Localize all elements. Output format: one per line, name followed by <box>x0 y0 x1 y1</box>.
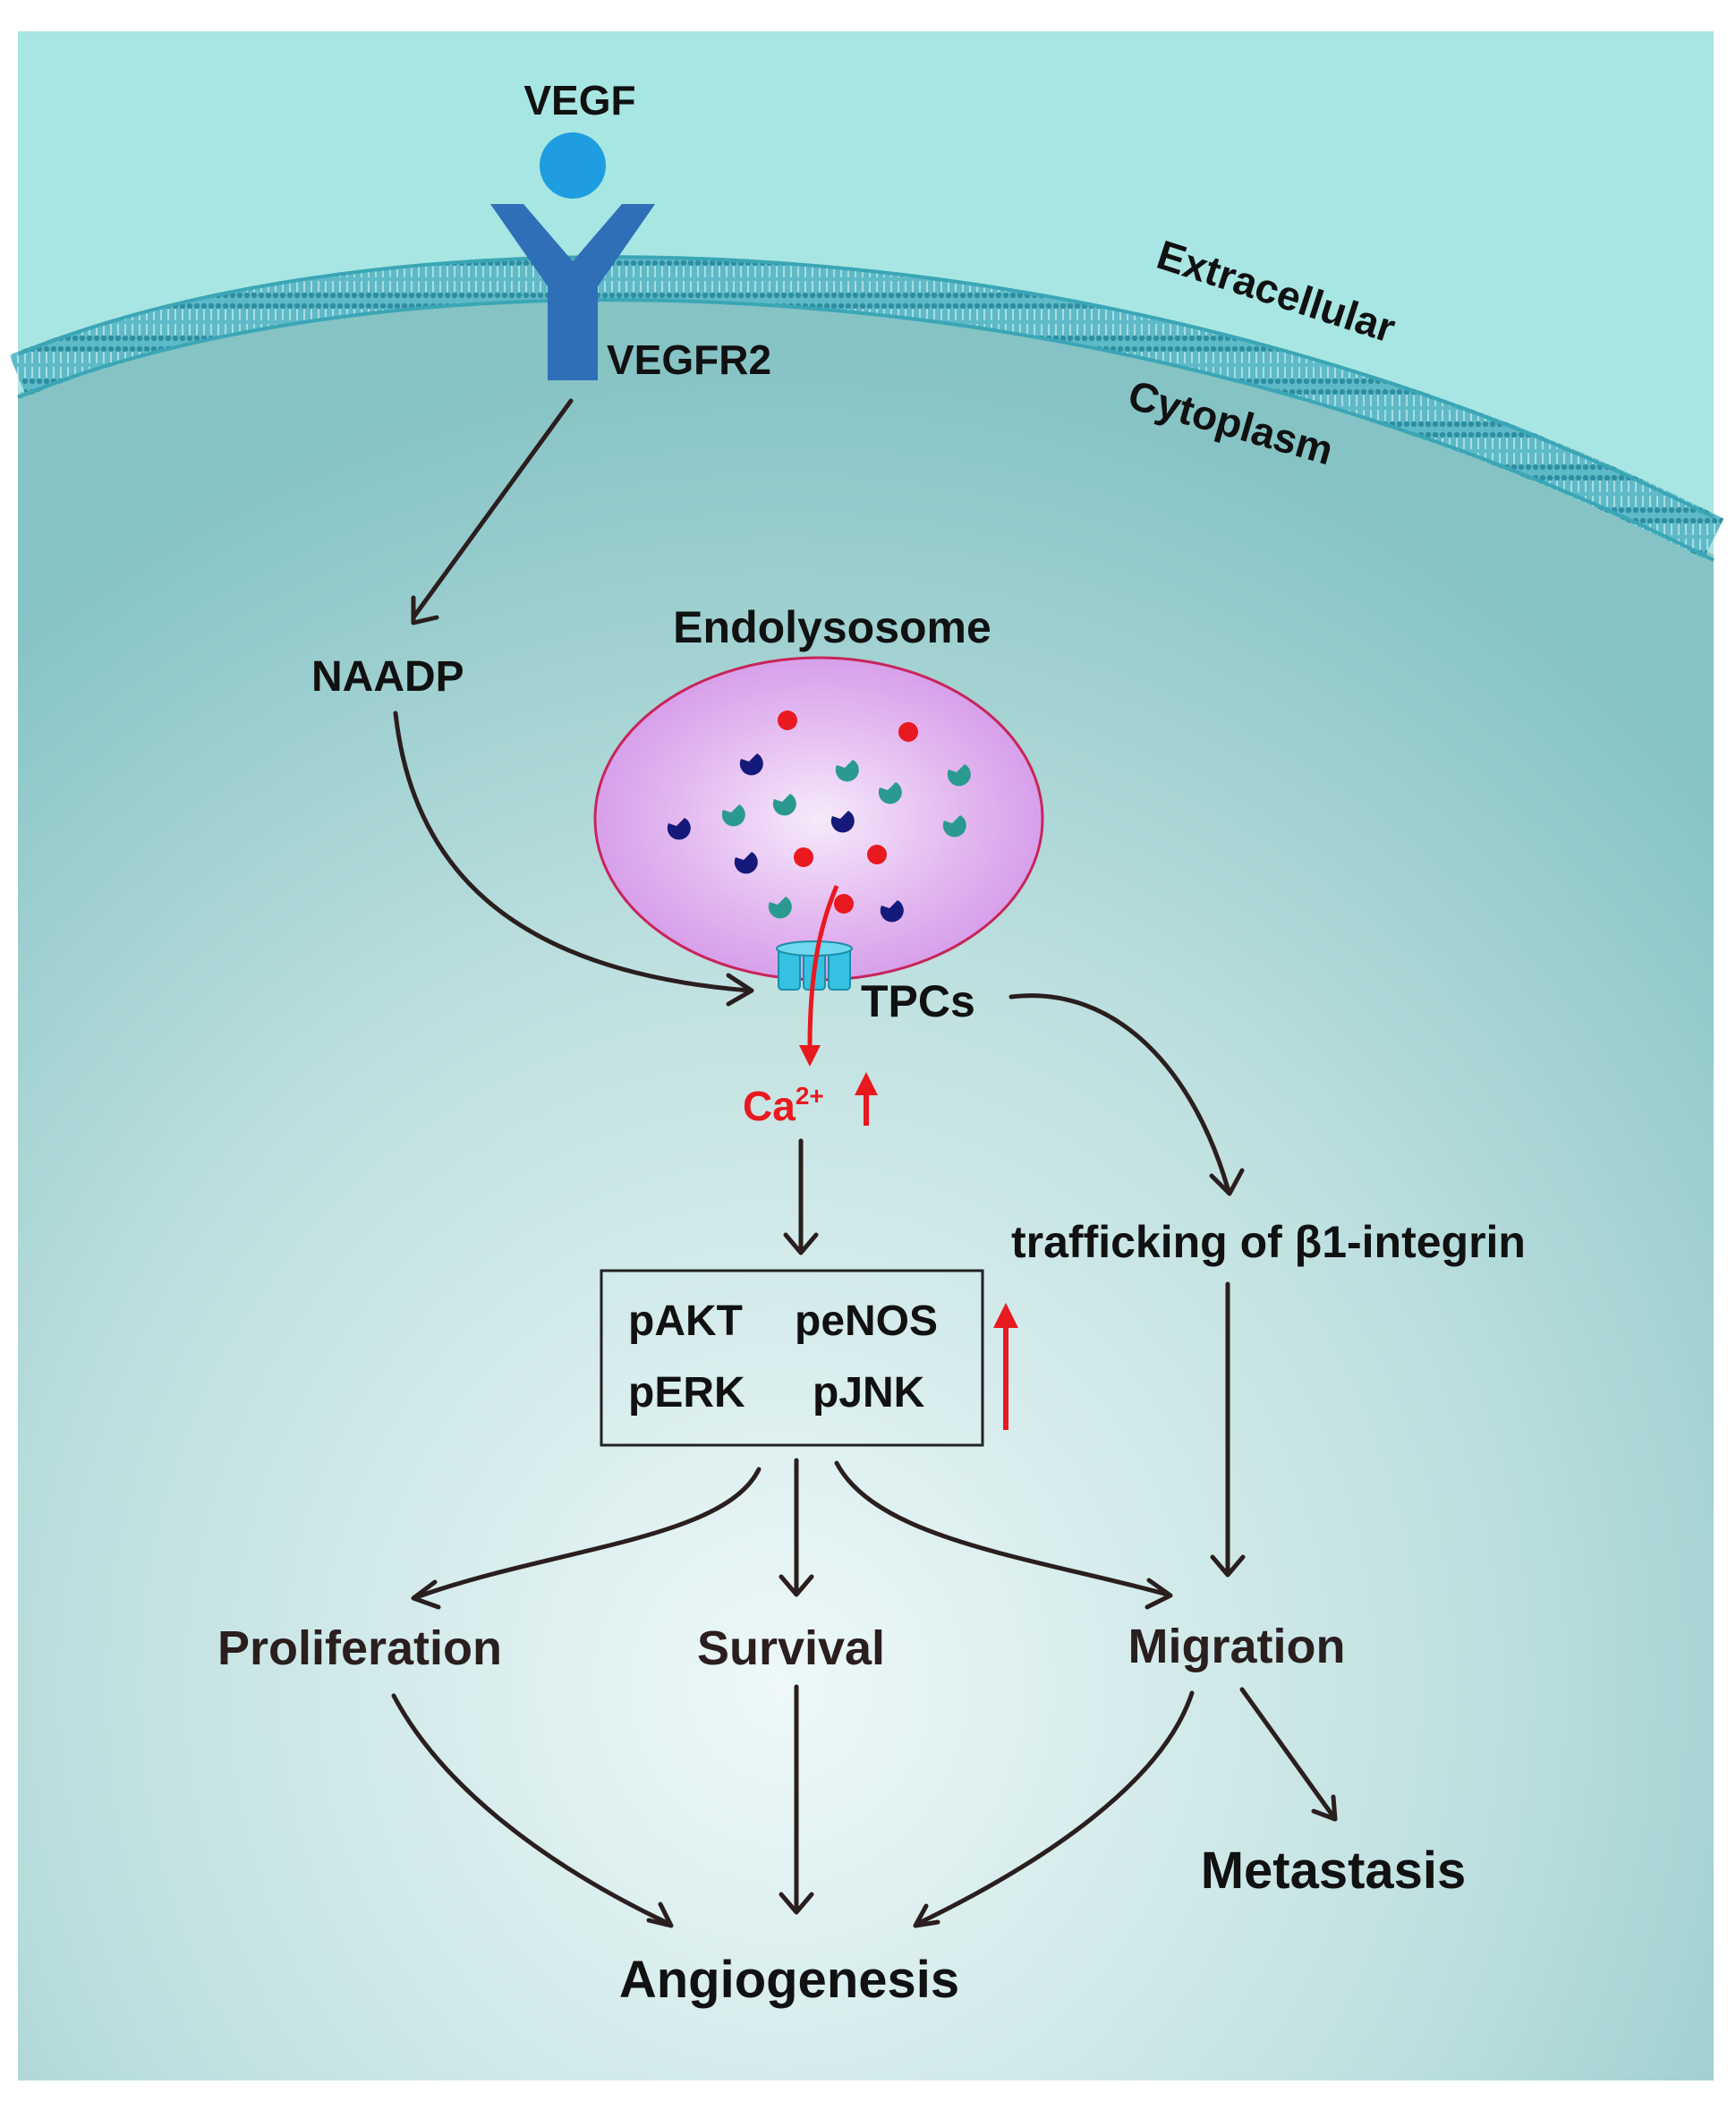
kinase-perk: pERK <box>628 1369 745 1417</box>
cytoplasm-region <box>18 295 1714 2081</box>
endolysosome <box>593 656 1044 982</box>
calcium-increase-arrowhead <box>855 1072 878 1095</box>
metastasis-label: Metastasis <box>1201 1842 1467 1900</box>
arrowhead-angio-right <box>913 1903 940 1928</box>
arrowhead-box <box>783 1232 819 1255</box>
arrow-box-to-migration <box>834 1460 1170 1597</box>
calcium-release-arrow <box>807 885 839 1048</box>
pathway-arrowheads <box>411 595 1338 1928</box>
survival-label: Survival <box>697 1621 885 1675</box>
kinase-pakt: pAKT <box>628 1297 743 1345</box>
arrow-box-to-proliferation <box>416 1467 762 1599</box>
calcium-release-arrowhead <box>799 1045 821 1067</box>
naadp-label: NAADP <box>311 653 464 701</box>
phosphorylation-increase-arrowhead <box>993 1303 1018 1328</box>
arrowhead-proliferation <box>411 1579 441 1610</box>
arrowhead-metastasis <box>1311 1794 1338 1822</box>
calcium-ions-stored <box>778 710 918 914</box>
arrow-migration-to-angiogenesis <box>915 1690 1195 1927</box>
pathway-arrows <box>391 398 1336 1927</box>
tpcs-label: TPCs <box>861 976 975 1026</box>
arrow-migration-to-metastasis <box>1239 1687 1336 1819</box>
kinase-box <box>600 1269 984 1447</box>
vegf-ligand <box>540 132 606 199</box>
lysosomal-proteins <box>667 753 971 923</box>
vegfr2-label: VEGFR2 <box>607 336 771 383</box>
angiogenesis-label: Angiogenesis <box>619 1951 959 2009</box>
kinase-pjnk: pJNK <box>813 1369 925 1417</box>
calcium-label: Ca2+ <box>743 1082 824 1129</box>
vegfr2-receptor <box>490 204 655 380</box>
arrowhead-trafficking-migration <box>1210 1554 1246 1578</box>
migration-label: Migration <box>1128 1620 1346 1673</box>
kinase-penos: peNOS <box>795 1297 938 1345</box>
arrow-tpcs-to-trafficking <box>1008 993 1230 1191</box>
vegf-label: VEGF <box>523 77 635 123</box>
arrowhead-naadp <box>411 595 439 625</box>
proliferation-label: Proliferation <box>217 1621 502 1675</box>
arrowhead-angio-center <box>779 1892 814 1915</box>
endolysosome-label: Endolysosome <box>673 602 991 652</box>
arrowhead-survival <box>779 1574 814 1597</box>
arrow-naadp-to-tpcs <box>393 710 753 993</box>
arrow-proliferation-to-angiogenesis <box>391 1693 672 1927</box>
arrowhead-tpcs <box>726 973 754 1007</box>
arrowhead-angio-left <box>646 1902 674 1928</box>
membrane-inner-edge <box>17 298 1715 562</box>
membrane-outer-edge <box>17 255 1715 519</box>
arrowhead-trafficking <box>1209 1168 1245 1196</box>
arrowhead-migration <box>1145 1578 1173 1610</box>
trafficking-label: trafficking of β1-integrin <box>1011 1217 1526 1267</box>
calcium-superscript: 2+ <box>796 1082 824 1110</box>
plasma-membrane <box>9 256 1724 559</box>
tpc-channel <box>776 940 853 991</box>
arrow-vegfr2-to-naadp <box>411 398 574 620</box>
